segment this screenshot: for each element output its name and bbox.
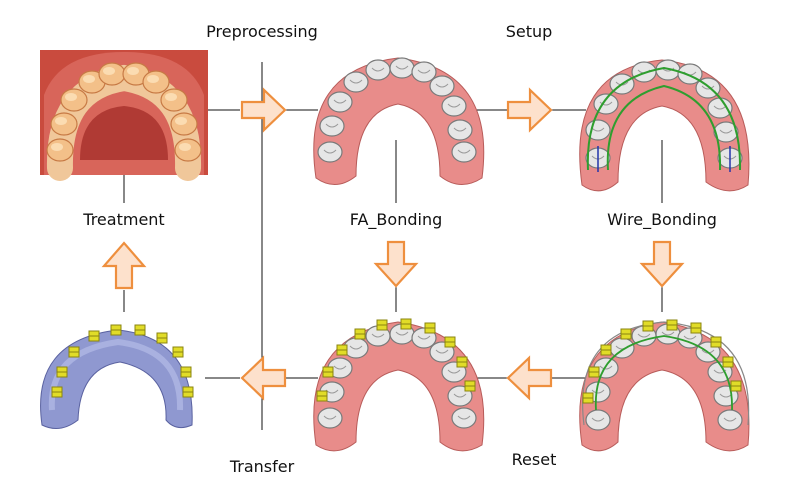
label-reset: Reset bbox=[512, 450, 557, 469]
arrow-up-treatment bbox=[101, 241, 147, 290]
arrow-right-setup bbox=[506, 87, 553, 133]
dental-model-preprocessed bbox=[313, 57, 485, 185]
arrow-left-reset bbox=[506, 355, 553, 401]
label-fa-bonding: FA_Bonding bbox=[350, 210, 442, 230]
label-preprocessing: Preprocessing bbox=[206, 22, 318, 41]
arrow-right-preprocessing bbox=[240, 87, 287, 133]
label-wire-bonding: Wire_Bonding bbox=[607, 210, 717, 230]
label-transfer: Transfer bbox=[229, 457, 295, 476]
dental-photo-treatment bbox=[40, 50, 208, 181]
arrow-down-fa-bonding bbox=[373, 240, 419, 288]
arrow-left-transfer bbox=[240, 355, 287, 401]
dental-model-setup bbox=[579, 59, 750, 192]
dental-model-wire-bonding bbox=[579, 319, 750, 452]
arrow-down-wire-bonding bbox=[639, 240, 685, 288]
dental-tray-transfer bbox=[40, 324, 194, 430]
dental-model-fa-bonding bbox=[313, 318, 485, 452]
label-treatment: Treatment bbox=[82, 210, 164, 229]
label-setup: Setup bbox=[506, 22, 553, 41]
